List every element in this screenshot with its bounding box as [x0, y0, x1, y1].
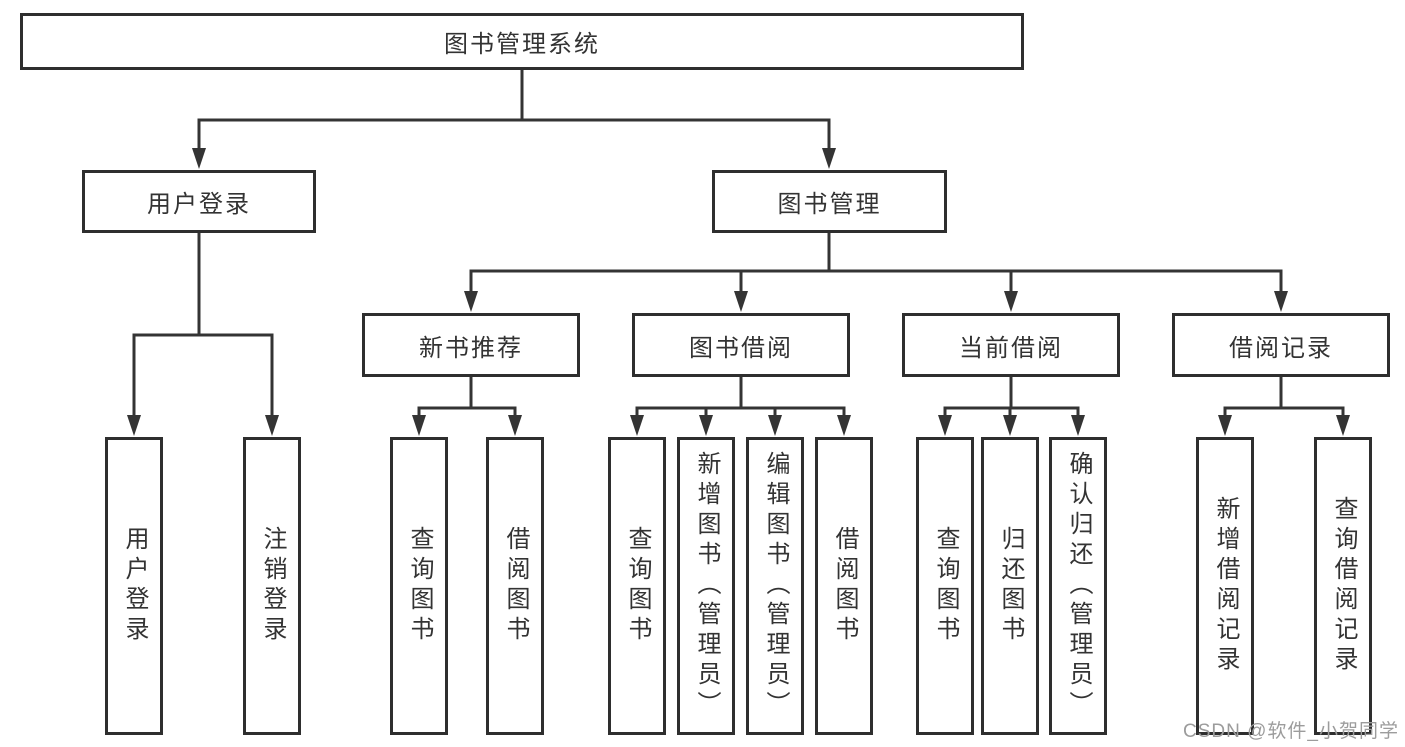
node-label: 查询借阅记录 [1330, 496, 1357, 676]
leaf-query-books-recommend: 查询图书 [390, 437, 448, 735]
leaf-confirm-return-admin: 确认归还（管理员） [1049, 437, 1107, 735]
leaf-borrow-books: 借阅图书 [815, 437, 873, 735]
node-system-root: 图书管理系统 [20, 13, 1024, 70]
leaf-logout: 注销登录 [243, 437, 301, 735]
node-label: 图书借阅 [689, 334, 793, 362]
node-label: 注销登录 [259, 526, 286, 646]
node-label: 新书推荐 [419, 334, 523, 362]
node-user-login: 用户登录 [82, 170, 316, 233]
node-book-management: 图书管理 [712, 170, 947, 233]
leaf-user-login: 用户登录 [105, 437, 163, 735]
node-label: 新增借阅记录 [1212, 496, 1239, 676]
leaf-borrow-books-recommend: 借阅图书 [486, 437, 544, 735]
leaf-return-books: 归还图书 [981, 437, 1039, 735]
node-borrowing-records: 借阅记录 [1172, 313, 1390, 377]
node-new-book-recommend: 新书推荐 [362, 313, 580, 377]
node-label: 借阅图书 [831, 526, 858, 646]
node-label: 借阅记录 [1229, 334, 1333, 362]
node-label: 编辑图书（管理员） [762, 451, 789, 721]
node-label: 用户登录 [121, 526, 148, 646]
node-label: 用户登录 [147, 191, 251, 218]
node-current-borrowing: 当前借阅 [902, 313, 1120, 377]
node-label: 当前借阅 [959, 334, 1063, 362]
node-label: 查询图书 [406, 526, 433, 646]
leaf-query-books-current: 查询图书 [916, 437, 974, 735]
node-label: 图书管理 [777, 191, 882, 218]
node-label: 新增图书（管理员） [693, 451, 720, 721]
arrowheads [127, 148, 1350, 436]
leaf-query-borrow-record: 查询借阅记录 [1314, 437, 1372, 735]
leaf-add-borrow-record: 新增借阅记录 [1196, 437, 1254, 735]
node-label: 图书管理系统 [444, 31, 600, 58]
leaf-add-books-admin: 新增图书（管理员） [677, 437, 735, 735]
node-label: 查询图书 [624, 526, 651, 646]
node-label: 归还图书 [997, 526, 1024, 646]
node-book-borrowing: 图书借阅 [632, 313, 850, 377]
node-label: 借阅图书 [502, 526, 529, 646]
node-label: 查询图书 [932, 526, 959, 646]
csdn-watermark: CSDN @软件_小贺同学 [1183, 721, 1399, 742]
leaf-edit-books-admin: 编辑图书（管理员） [746, 437, 804, 735]
node-label: 确认归还（管理员） [1065, 451, 1092, 721]
leaf-query-books-borrow: 查询图书 [608, 437, 666, 735]
